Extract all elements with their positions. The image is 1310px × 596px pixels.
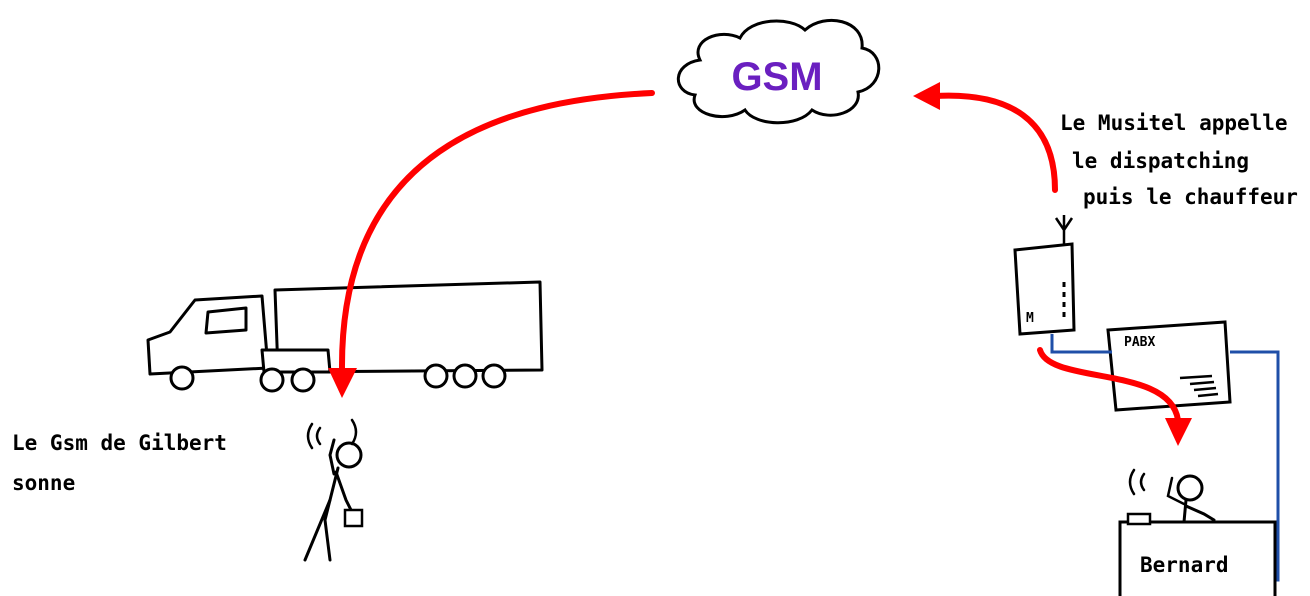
desk-label: Bernard (1140, 553, 1229, 577)
musitel-caption-line-1: Le Musitel appelle (1060, 111, 1288, 135)
driver-caption-line-2: sonne (12, 471, 76, 495)
arrow-gsm-to-gilbert (338, 90, 655, 373)
arrowhead-down-gilbert-icon (328, 368, 357, 398)
gsm-cloud-icon (676, 18, 881, 125)
pabx-box-icon (1106, 320, 1232, 412)
gsm-cloud-label: GSM (731, 55, 822, 99)
arrowhead-down-bernard-icon (1165, 418, 1192, 446)
driver-caption-line-1: Le Gsm de Gilbert (12, 431, 227, 455)
bernard-figure-icon (1128, 468, 1216, 524)
red-arrows (338, 90, 1181, 423)
desk-icon (1118, 512, 1277, 596)
musitel-caption-line-3: puis le chauffeur (1083, 185, 1298, 209)
gilbert-figure-icon (303, 418, 364, 562)
arrowhead-left-gsm-icon (913, 82, 940, 110)
arrow-musitel-to-gsm (932, 92, 1058, 193)
musitel-device-icon (1013, 215, 1076, 336)
arrow-pabx-to-bernard (1037, 347, 1181, 423)
musitel-device-letter: M (1026, 311, 1034, 326)
pabx-label: PABX (1124, 335, 1155, 350)
arrow-heads (328, 82, 1192, 446)
musitel-caption-line-2: le dispatching (1072, 149, 1250, 173)
